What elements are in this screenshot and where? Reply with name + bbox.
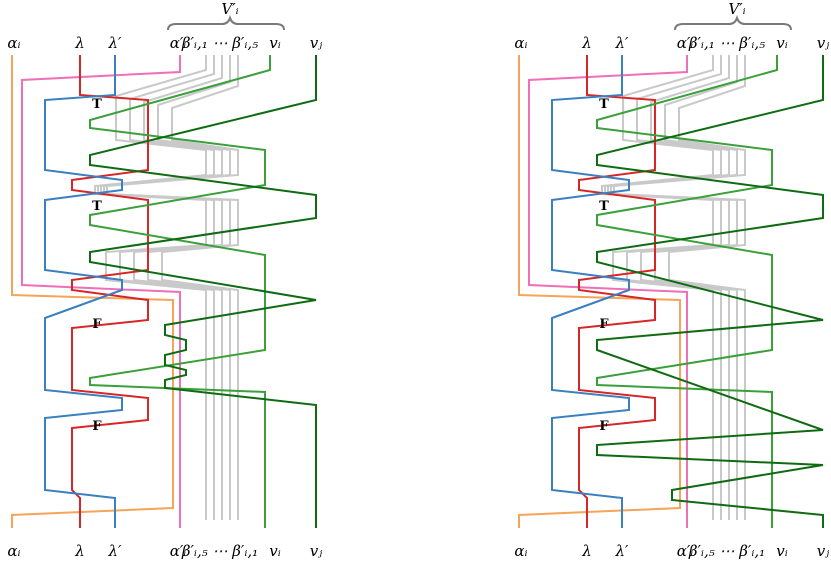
beta-wire bbox=[613, 55, 746, 520]
truth-marker: F bbox=[599, 317, 609, 332]
v-j-wire bbox=[596, 55, 824, 528]
bottom-label: vᵢ bbox=[269, 542, 281, 560]
beta-wire bbox=[103, 55, 231, 520]
group-brace bbox=[167, 14, 285, 31]
truth-marker: F bbox=[92, 317, 102, 332]
top-label: vᵢ bbox=[269, 34, 281, 52]
bottom-label: αᵢ bbox=[7, 542, 20, 560]
beta-wire bbox=[604, 55, 722, 520]
bottom-label: α′ᵢ bbox=[677, 542, 694, 560]
alpha-prime-wire bbox=[21, 55, 181, 528]
group-label: V′ᵢ bbox=[728, 0, 745, 18]
bottom-label: λ′ bbox=[108, 542, 123, 560]
alpha-wire bbox=[518, 55, 681, 528]
alpha-wire bbox=[11, 55, 174, 528]
top-label: α′ᵢ bbox=[170, 34, 187, 52]
v-i-wire bbox=[596, 55, 778, 528]
bottom-label: λ′ bbox=[615, 542, 630, 560]
bottom-label: β′ᵢ,₅ ⋯ β′ᵢ,₁ bbox=[688, 542, 765, 560]
v-j-wire bbox=[89, 55, 317, 528]
bottom-label: λ bbox=[74, 542, 85, 560]
bottom-label: β′ᵢ,₅ ⋯ β′ᵢ,₁ bbox=[181, 542, 258, 560]
top-label: λ bbox=[581, 34, 592, 52]
bottom-label: α′ᵢ bbox=[170, 542, 187, 560]
bottom-label: λ bbox=[581, 542, 592, 560]
beta-wire bbox=[100, 55, 223, 520]
lambda-wire bbox=[71, 55, 149, 528]
bottom-label: vⱼ bbox=[310, 542, 322, 560]
truth-marker: T bbox=[599, 199, 609, 214]
top-label: vⱼ bbox=[817, 34, 829, 52]
top-label: αᵢ bbox=[514, 34, 527, 52]
lambda-prime-wire bbox=[551, 55, 630, 528]
top-label: β′ᵢ,₁ ⋯ β′ᵢ,₅ bbox=[181, 34, 258, 52]
group-label: V′ᵢ bbox=[221, 0, 238, 18]
top-label: α′ᵢ bbox=[677, 34, 694, 52]
beta-wire bbox=[106, 55, 239, 520]
beta-wire bbox=[607, 55, 730, 520]
truth-marker: T bbox=[92, 97, 102, 112]
top-label: vⱼ bbox=[310, 34, 322, 52]
v-i-wire bbox=[89, 55, 271, 528]
beta-wire bbox=[610, 55, 738, 520]
top-label: β′ᵢ,₁ ⋯ β′ᵢ,₅ bbox=[688, 34, 765, 52]
top-label: λ bbox=[74, 34, 85, 52]
group-brace bbox=[674, 14, 792, 31]
bottom-label: vᵢ bbox=[776, 542, 788, 560]
truth-marker: F bbox=[92, 419, 102, 434]
truth-marker: T bbox=[92, 199, 102, 214]
lambda-prime-wire bbox=[44, 55, 123, 528]
bottom-label: αᵢ bbox=[514, 542, 527, 560]
truth-marker: T bbox=[599, 97, 609, 112]
top-label: λ′ bbox=[615, 34, 630, 52]
top-label: vᵢ bbox=[776, 34, 788, 52]
beta-wire bbox=[97, 55, 215, 520]
bottom-label: vⱼ bbox=[817, 542, 829, 560]
top-label: αᵢ bbox=[7, 34, 20, 52]
top-label: λ′ bbox=[108, 34, 123, 52]
truth-marker: F bbox=[599, 419, 609, 434]
